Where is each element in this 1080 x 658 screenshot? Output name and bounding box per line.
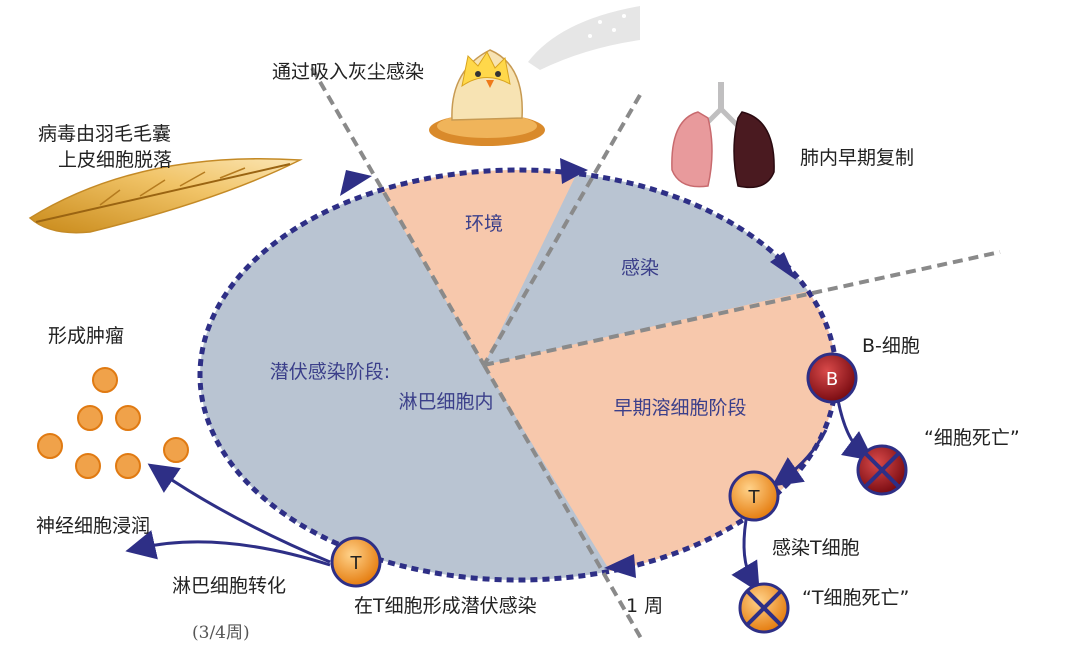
t-cell-infected: T: [728, 470, 780, 522]
segment-environment-label: 环境: [465, 213, 503, 235]
t-cell-letter: T: [350, 553, 363, 574]
tumor-cell: [92, 367, 118, 393]
divider-environment-left: [310, 66, 486, 367]
cycle-arrows: [340, 158, 796, 578]
nerve-label: 神经细胞浸润: [36, 515, 150, 537]
arrow-to-nerve: [125, 530, 331, 567]
feather-label-line1: 病毒由羽毛毛囊: [38, 123, 171, 145]
arrow-to-tumor: [147, 463, 331, 564]
tumor-cell: [115, 405, 141, 431]
arrow-head-1: [340, 170, 372, 196]
b-cell-dead: [856, 444, 908, 496]
arrow-b-to-death: [836, 399, 874, 462]
b-cell-letter: B: [826, 369, 838, 390]
b-cell: B: [806, 352, 858, 404]
one-week-label: 1 周: [626, 595, 663, 617]
t-cell-dead: [738, 582, 790, 634]
tumor-cell: [115, 453, 141, 479]
b-cell-label: B-细胞: [862, 335, 920, 357]
dust-puff-illustration: [528, 6, 640, 70]
latent-t-label: 在T细胞形成潜伏感染: [354, 595, 537, 617]
tumor-cell: [163, 437, 189, 463]
divider-infection-left: [482, 93, 642, 367]
segment-infection-label: 感染: [621, 257, 659, 279]
arrow-head-4: [604, 554, 636, 578]
tumor-cell: [77, 405, 103, 431]
inhale-label: 通过吸入灰尘感染: [272, 61, 424, 83]
segment-latent-label-1: 潜伏感染阶段:: [270, 361, 390, 383]
divider-week-line: [482, 364, 644, 641]
arrow-t-to-death: [731, 519, 760, 593]
egg-nest-illustration: [429, 49, 545, 146]
t-cell-letter: T: [748, 487, 761, 508]
lymph-transform-label: 淋巴细胞转化: [172, 575, 286, 597]
divider-lines: [310, 66, 1001, 641]
arrow-head-3: [770, 252, 796, 280]
tumor-cluster-illustration: [37, 367, 189, 479]
lungs-illustration: [671, 82, 775, 189]
infection-sector: [484, 170, 836, 365]
tumor-cell: [37, 433, 63, 459]
arrow-head-2: [560, 158, 588, 184]
t-cell-latent: T: [330, 536, 382, 588]
t-death-label: “T细胞死亡”: [802, 587, 909, 609]
divider-lytic-top: [483, 250, 1001, 367]
infect-t-label: 感染T细胞: [772, 537, 860, 559]
segment-latent-label-2: 淋巴细胞内: [398, 391, 493, 413]
arrow-to-t-cell: [771, 429, 828, 487]
tumor-label: 形成肿瘤: [48, 325, 124, 347]
feather-label-line2: 上皮细胞脱落: [58, 149, 172, 171]
lung-label: 肺内早期复制: [800, 147, 914, 169]
b-death-label: “细胞死亡”: [924, 427, 1020, 449]
feather-illustration: [28, 157, 303, 234]
segment-early-lytic-label: 早期溶细胞阶段: [613, 397, 746, 419]
environment-sector: [330, 170, 610, 365]
branch-arrows: [125, 399, 874, 593]
tumor-cell: [75, 453, 101, 479]
weeks-label: (3/4周): [192, 623, 250, 643]
